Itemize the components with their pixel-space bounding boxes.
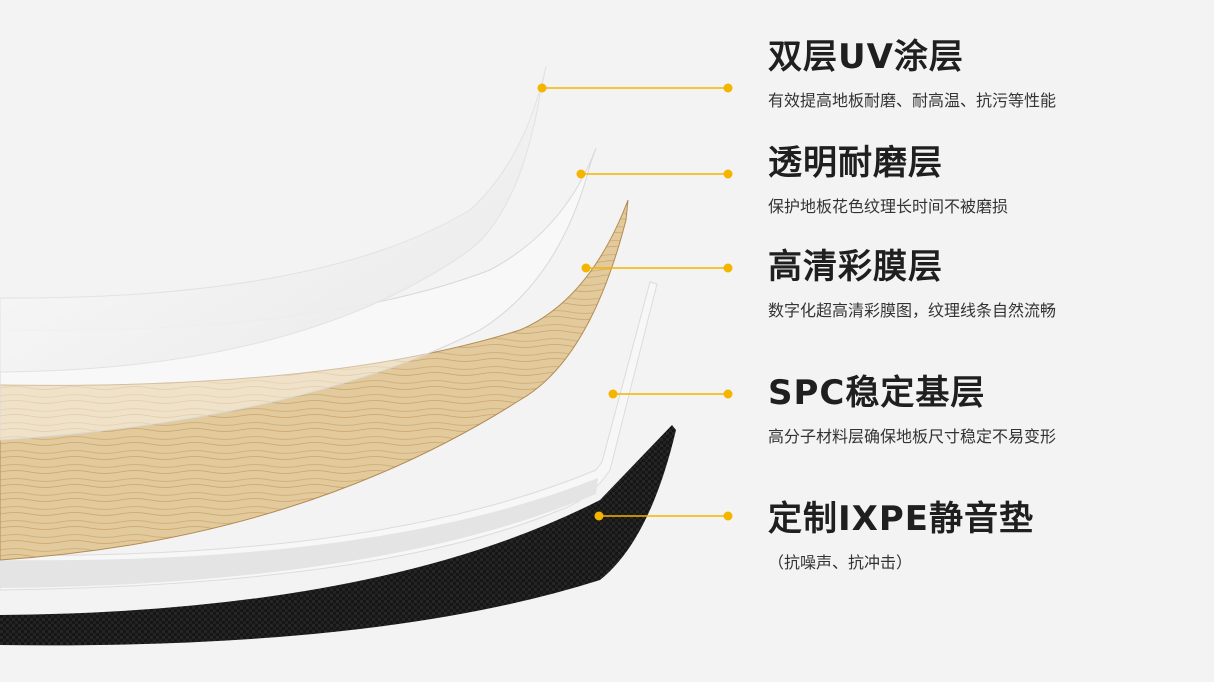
layer-title: 高清彩膜层 (768, 246, 1188, 288)
layer-title: 透明耐磨层 (768, 142, 1188, 184)
layer-title: 定制IXPE静音垫 (768, 498, 1188, 540)
layer-description: 高分子材料层确保地板尺寸稳定不易变形 (768, 426, 1188, 448)
layer-description: 保护地板花色纹理长时间不被磨损 (768, 196, 1188, 218)
leader-wear (577, 170, 733, 179)
layer-label-uv: 双层UV涂层 有效提高地板耐磨、耐高温、抗污等性能 (768, 36, 1188, 112)
layer-label-spc: SPC稳定基层 高分子材料层确保地板尺寸稳定不易变形 (768, 372, 1188, 448)
layer-label-ixpe: 定制IXPE静音垫 （抗噪声、抗冲击） (768, 498, 1188, 574)
layer-label-film: 高清彩膜层 数字化超高清彩膜图，纹理线条自然流畅 (768, 246, 1188, 322)
layer-label-wear: 透明耐磨层 保护地板花色纹理长时间不被磨损 (768, 142, 1188, 218)
layer-description: 数字化超高清彩膜图，纹理线条自然流畅 (768, 300, 1188, 322)
leader-uv (538, 84, 733, 93)
layer-title: 双层UV涂层 (768, 36, 1188, 78)
layer-description: 有效提高地板耐磨、耐高温、抗污等性能 (768, 90, 1188, 112)
layer-description: （抗噪声、抗冲击） (768, 552, 1188, 574)
layer-title: SPC稳定基层 (768, 372, 1188, 414)
